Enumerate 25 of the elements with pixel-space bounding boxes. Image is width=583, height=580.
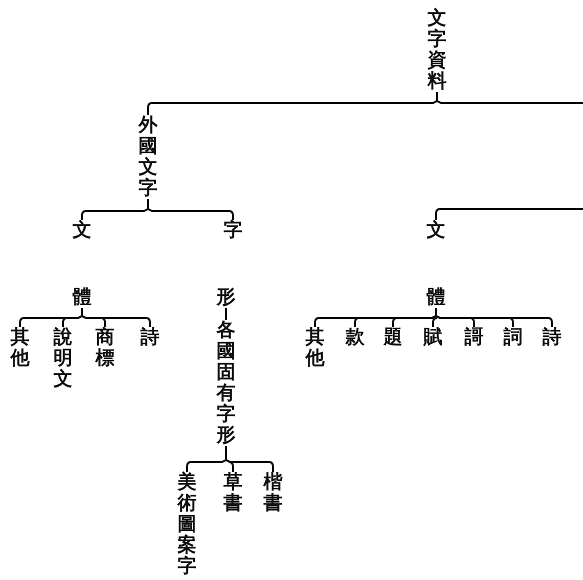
tree-label: 草書 [223,472,243,514]
tree-label: 詩 [542,327,562,348]
bracket-line [225,308,227,320]
tree-label: 美術圖案字 [177,472,197,577]
tree-label: 賦 [423,327,443,348]
tree-label: 外國文字 [138,115,158,199]
tree-label: 款 [345,327,365,348]
tree-label: 各國固有字形 [216,320,236,446]
tree-label: 形 [216,287,236,308]
tree-label: 文 [426,220,446,241]
tree-label: 詩 [140,327,160,348]
tree-label: 商標 [95,327,115,369]
tree-label: 題 [383,327,403,348]
tree-label: 字 [223,220,243,241]
tree-label: 其他 [10,327,30,369]
tree-label: 說明文 [53,327,73,390]
tree-label: 謌 [464,327,484,348]
tree-label: 體 [72,287,92,308]
tree-label: 楷書 [263,472,283,514]
tree-label: 其他 [305,327,325,369]
tree-label: 文字資料 [427,8,447,92]
tree-label: 文 [72,220,92,241]
tree-label: 詞 [503,327,523,348]
tree-label: 體 [426,287,446,308]
bracket-line [436,92,583,104]
